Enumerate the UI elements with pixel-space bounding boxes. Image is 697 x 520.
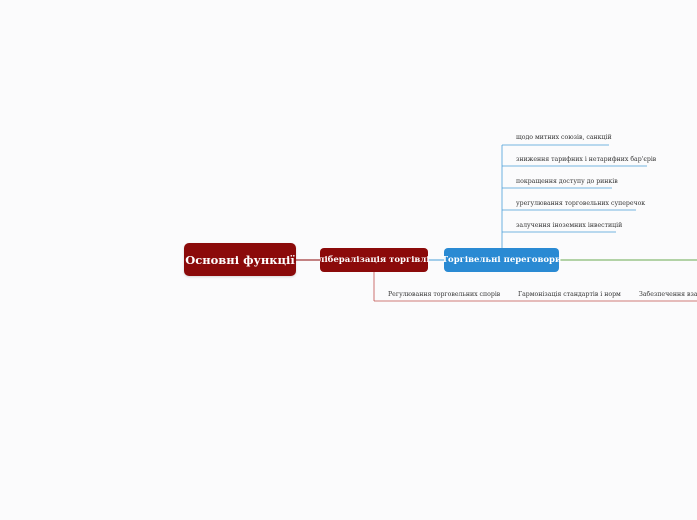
leaf-customs-unions[interactable]: щодо митних союзів, санкцій xyxy=(516,134,612,141)
leaf-market-access[interactable]: покращення доступу до ринків xyxy=(516,178,618,185)
branch-node-liberalization[interactable]: лібералізація торгівлі xyxy=(318,248,430,272)
leaf-trade-disputes[interactable]: урегулювання торговельних суперечок xyxy=(516,200,646,207)
leaf-mutual-provision[interactable]: Забезпечення взаємо xyxy=(639,291,697,298)
leaf-dispute-regulation[interactable]: Регулювання торговельних спорів xyxy=(388,291,501,298)
subbranch-node-negotiations[interactable]: Торгівельні переговори xyxy=(442,248,561,272)
root-node[interactable]: Основні функції xyxy=(184,243,296,276)
leaf-standards-harmonization[interactable]: Гармонізація стандартів і норм xyxy=(518,291,621,298)
leaf-foreign-investment[interactable]: залучення іноземних інвестицій xyxy=(516,222,623,229)
leaf-tariff-barriers[interactable]: зниження тарифних і нетарифних бар'єрів xyxy=(516,156,657,163)
